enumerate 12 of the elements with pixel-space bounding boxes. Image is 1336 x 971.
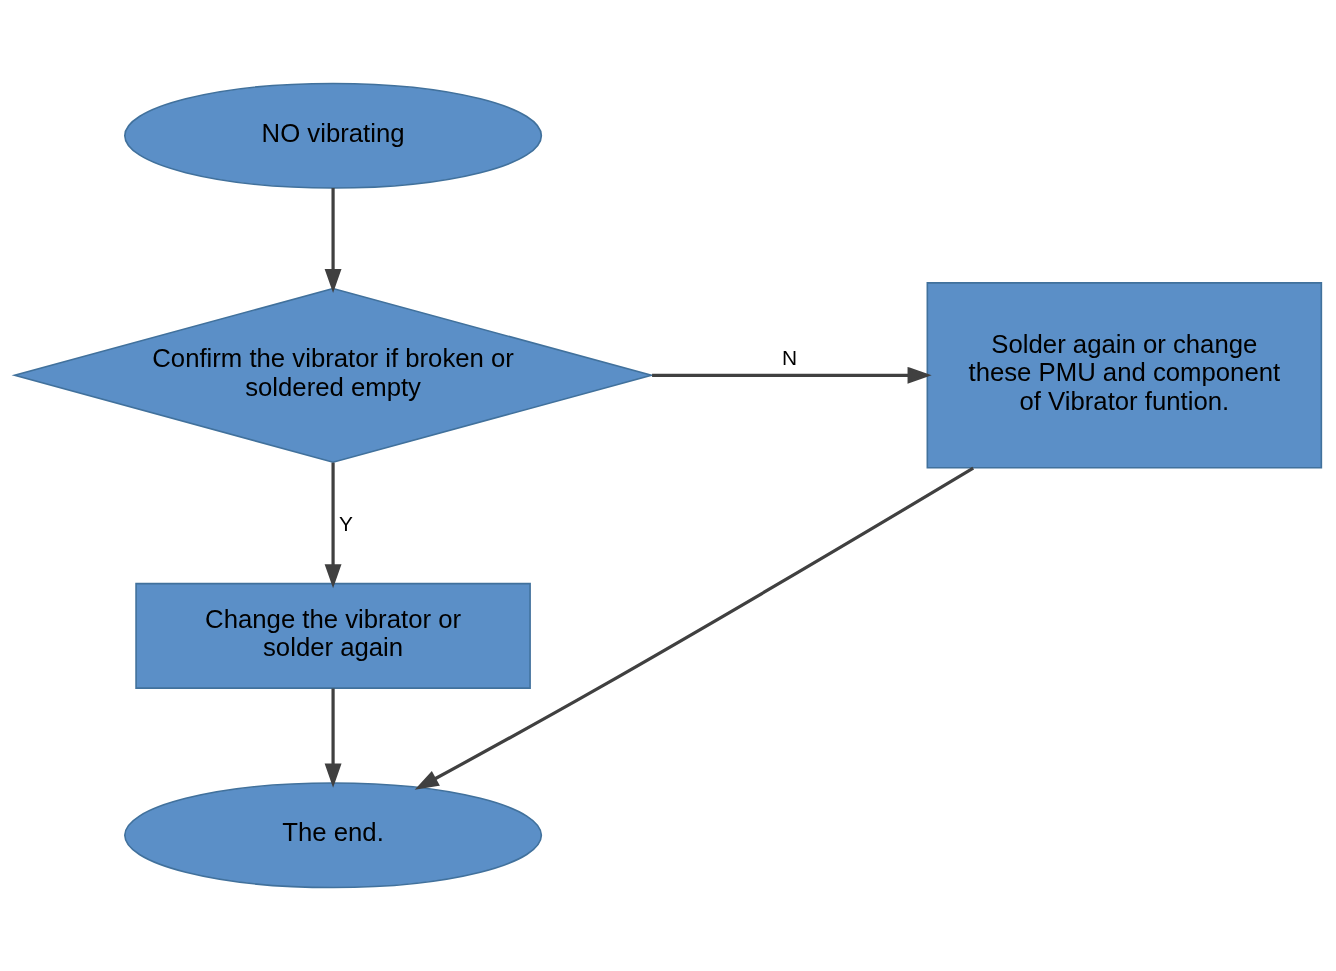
node-ellipse: The end. [124,782,543,889]
edge-label: Y [338,512,353,536]
arrow [324,688,342,788]
node-box: Change the vibrator or solder again [135,582,531,689]
node-box: Solder again or change these PMU and component of Vibrator funtion. [926,282,1323,469]
arrow [414,466,975,790]
arrow [324,462,342,589]
arrow [324,188,342,294]
node-diamond: Confirm the vibrator if broken or soldered empty [11,287,655,463]
node-ellipse: NO vibrating [124,82,543,189]
edge-label: N [781,345,797,369]
arrow [652,366,932,384]
